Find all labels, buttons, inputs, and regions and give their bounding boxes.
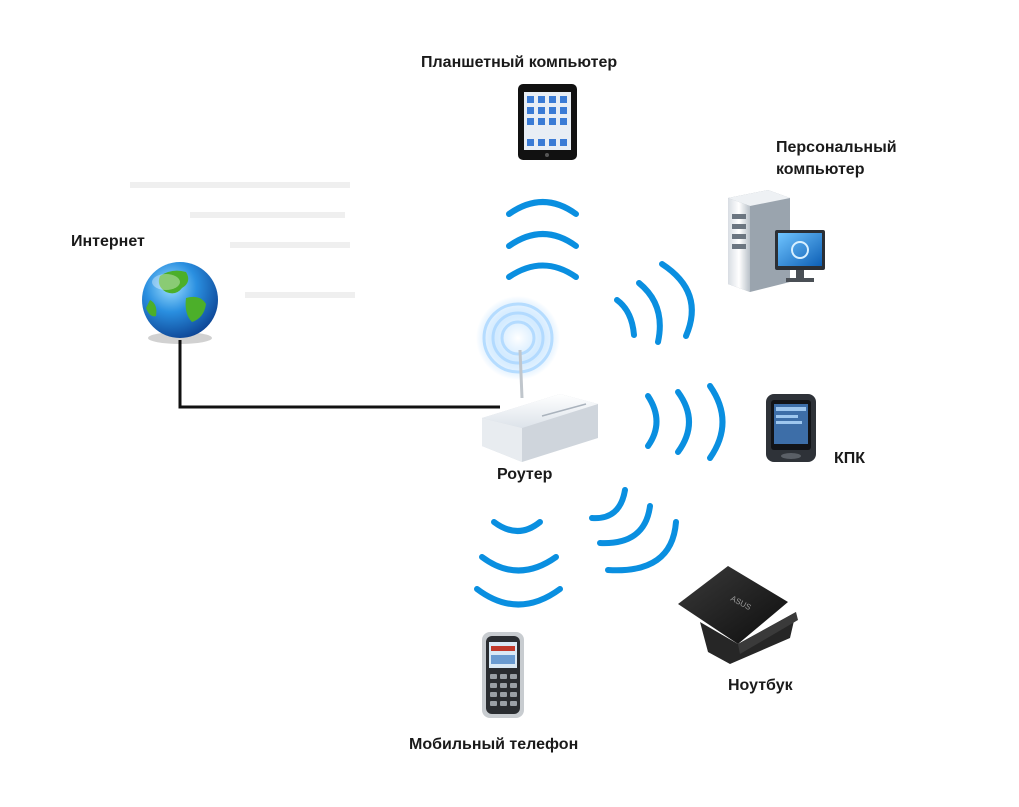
globe-icon [142, 262, 218, 344]
laptop-label: Ноутбук [728, 677, 793, 694]
wave-to-tablet [506, 199, 579, 280]
phone-label: Мобильный телефон [409, 736, 579, 753]
router-icon [482, 349, 598, 462]
mobile-phone-icon [482, 632, 524, 718]
laptop-icon: ASUS [678, 566, 798, 664]
background-decoration [130, 182, 355, 298]
tablet-label: Планшетный компьютер [421, 54, 618, 71]
desktop-pc-icon [728, 190, 825, 292]
pda-label: КПК [834, 450, 866, 467]
pda-icon [766, 394, 816, 462]
pc-label-line1: Персональный [776, 139, 897, 156]
internet-label: Интернет [71, 233, 145, 250]
wave-to-laptop [589, 487, 679, 574]
router-glow [476, 296, 560, 380]
tablet-icon [518, 84, 577, 160]
router-label: Роутер [497, 466, 553, 483]
wave-to-pc [614, 261, 695, 345]
pc-label-line2: компьютер [776, 161, 865, 178]
wireless-waves [474, 199, 726, 608]
wave-to-phone [474, 519, 563, 608]
wave-to-pda [645, 383, 726, 461]
wired-connection-line [178, 340, 500, 409]
